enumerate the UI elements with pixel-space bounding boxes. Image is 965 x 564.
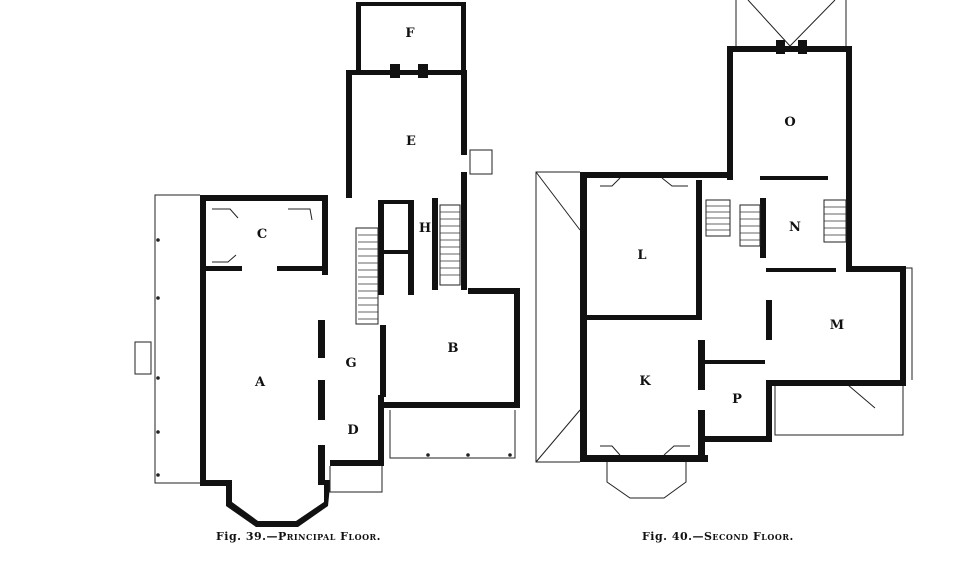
room-label-e: E — [406, 134, 416, 149]
second-floor-room-labels: O L N M K P — [637, 115, 844, 407]
room-label-f: F — [405, 26, 415, 41]
veranda-outline-left — [154, 194, 200, 484]
roof-outline-right — [774, 267, 913, 436]
side-step — [134, 341, 152, 375]
principal-walls — [200, 2, 520, 527]
second-floor-stairs — [705, 199, 847, 247]
roof-outline-top — [735, 0, 847, 47]
bay-outline — [606, 456, 687, 499]
room-label-c: C — [257, 227, 267, 242]
room-label-h: H — [419, 221, 431, 236]
caption-fig-40: Fig. 40.—Second Floor. — [642, 530, 794, 543]
chimney-alcove-c — [212, 208, 313, 263]
caption-fig-40-title: Second Floor. — [703, 530, 794, 543]
room-label-a: A — [254, 375, 266, 390]
roof-outline-left — [535, 171, 581, 463]
principal-stairs — [355, 204, 461, 325]
caption-fig-40-number: Fig. 40.— — [642, 530, 704, 543]
room-label-o: O — [784, 115, 795, 130]
room-label-n: N — [789, 220, 801, 235]
room-label-k: K — [639, 374, 651, 389]
second-floor-plan: O L N M K P — [535, 0, 913, 499]
room-label-b: B — [448, 341, 459, 356]
veranda-outline-bottom — [389, 410, 516, 459]
room-label-m: M — [830, 318, 844, 333]
rear-step — [469, 149, 493, 175]
porch-step — [329, 466, 383, 493]
caption-fig-39: Fig. 39.—Principal Floor. — [216, 530, 381, 543]
alcove-l — [600, 177, 688, 187]
second-floor-walls — [580, 40, 906, 462]
veranda-columns — [156, 238, 512, 477]
room-label-p: P — [732, 392, 742, 407]
principal-floor-plan: F E H C A G B D — [134, 2, 520, 527]
alcove-k — [600, 445, 690, 456]
caption-fig-39-title: Principal Floor. — [277, 530, 382, 543]
room-label-g: G — [345, 356, 356, 371]
principal-room-labels: F E H C A G B D — [254, 26, 459, 438]
room-label-d: D — [347, 423, 358, 438]
room-label-l: L — [637, 248, 646, 263]
caption-fig-39-number: Fig. 39.— — [216, 530, 278, 543]
